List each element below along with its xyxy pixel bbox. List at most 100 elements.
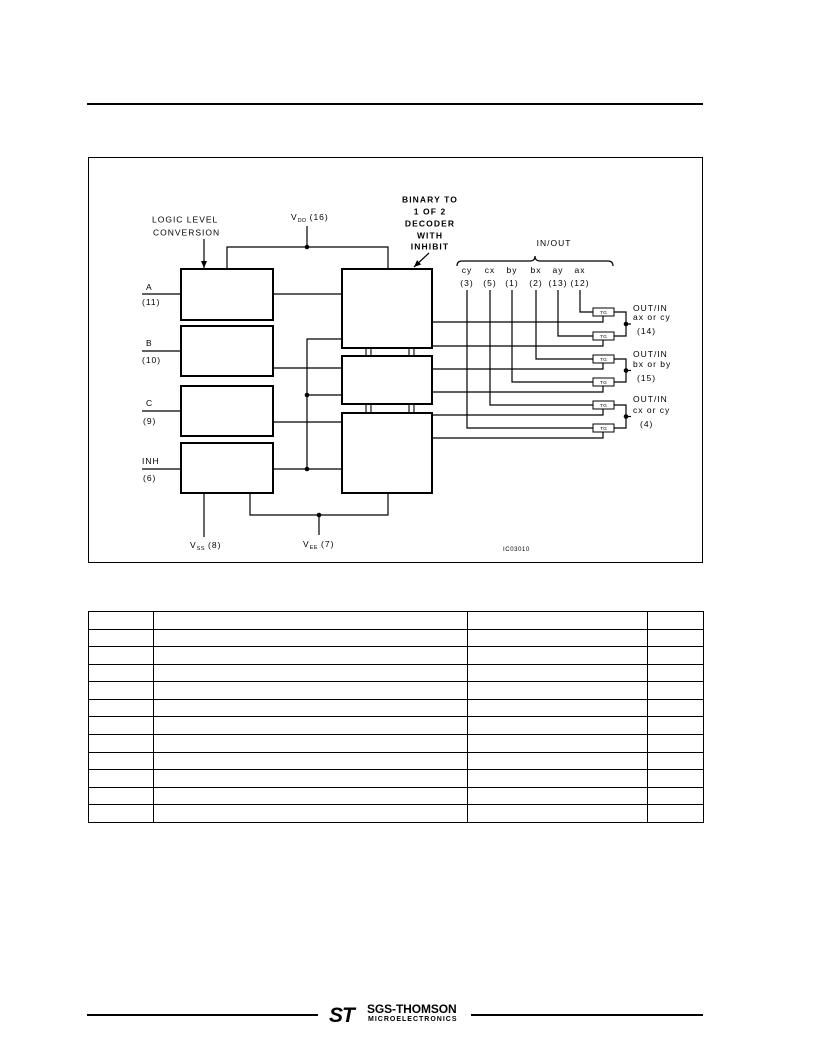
input-b-label: B [146,338,153,348]
spec-table [88,611,704,823]
table-cell [467,681,648,700]
junction-dot [316,512,322,518]
table-cell [647,716,704,736]
table-cell [467,769,648,788]
transmission-gate-label: TG [600,403,607,409]
decoder-block-2 [341,355,433,405]
table-cell [153,786,468,806]
vdd-subscript: DD [298,218,307,224]
table-cell [647,751,704,771]
input-b-pin: (10) [142,355,161,365]
wire-control [432,340,604,347]
transmission-gate: TG [592,400,615,410]
transmission-gate-label: TG [600,310,607,316]
transmission-gate: TG [592,377,615,387]
table-header-cell [647,611,704,630]
decoder-label-line-5: INHIBIT [411,242,449,252]
channel-by-label: by [507,265,518,275]
table-cell [88,751,154,771]
input-c-pin: (9) [143,416,156,426]
table-cell [467,804,648,823]
table-row [88,698,704,718]
table-cell [88,769,154,788]
table-cell [153,751,468,771]
table-row [88,804,704,823]
table-row [88,663,704,683]
channel-bx-pin: (2) [529,278,542,288]
table-cell [467,716,648,736]
wire-control [432,432,604,439]
table-header-cell [153,611,468,630]
table-cell [153,734,468,753]
footer-rule-right [471,1014,703,1016]
table-cell [88,734,154,753]
table-cell [467,734,648,753]
junction-dot [304,244,310,250]
table-cell [647,681,704,700]
wire-channel-cx [489,290,593,406]
junction-dot [623,321,629,327]
junction-dot [623,414,629,419]
transmission-gate-label: TG [600,380,607,386]
table-row [88,681,704,700]
transmission-gate: TG [592,331,615,341]
vdd-symbol: V [291,212,298,222]
input-a-pin: (11) [142,297,161,307]
table-cell [647,769,704,788]
output-c-channels: cx or cy [633,405,670,415]
table-row [88,769,704,788]
wire-inhibit-bus [306,338,342,469]
vee-symbol: V [303,539,310,549]
channel-cx-label: cx [485,265,496,275]
input-a-label: A [146,282,153,292]
table-cell [153,716,468,736]
in-out-brace [456,255,614,267]
table-cell [153,646,468,665]
transmission-gate-label: TG [600,357,607,363]
table-header-row [88,611,704,630]
table-cell [88,663,154,683]
st-logo: ST [329,1004,358,1026]
decoder-link [365,347,372,357]
logic-level-label-line-1: LOGIC LEVEL [152,215,218,225]
channel-cx-pin: (5) [483,278,496,288]
wire-channel-cy [466,290,593,429]
output-b-pin: (15) [637,373,656,383]
channel-cy-label: cy [462,265,473,275]
table-cell [647,786,704,806]
output-b-title: OUT/IN [633,349,668,359]
level-converter-block-c [180,385,274,437]
table-cell [88,681,154,700]
wire-control [432,409,604,416]
functional-block-diagram: LOGIC LEVEL CONVERSION BINARY TO 1 OF 2 … [88,157,703,563]
decoder-arrow [413,252,430,268]
transmission-gate-label: TG [600,426,607,432]
decoder-link [365,403,372,414]
table-cell [153,769,468,788]
junction-dot [304,392,310,398]
table-cell [88,628,154,648]
output-a-channels: ax or cy [633,312,671,322]
spec-table-body [88,611,704,823]
table-cell [467,751,648,771]
table-cell [88,646,154,665]
decoder-label-line-3: DECODER [405,219,455,229]
vdd-pin: (16) [310,212,329,222]
table-cell [88,716,154,736]
table-cell [647,628,704,648]
transmission-gate-label: TG [600,334,607,340]
table-header-cell [88,611,154,630]
junction-dot [304,466,310,472]
vss-symbol: V [190,540,197,550]
table-cell [647,734,704,753]
decoder-label-line-1: BINARY TO [402,195,458,205]
table-row [88,734,704,753]
vee-label: VEE(7) [303,539,334,551]
wire-vee-rail [249,493,389,516]
input-inh-label: INH [142,456,160,466]
figure-code: IC03010 [503,547,530,553]
transmission-gate: TG [592,354,615,364]
logic-level-label-line-2: CONVERSION [153,228,220,238]
table-cell [467,628,648,648]
